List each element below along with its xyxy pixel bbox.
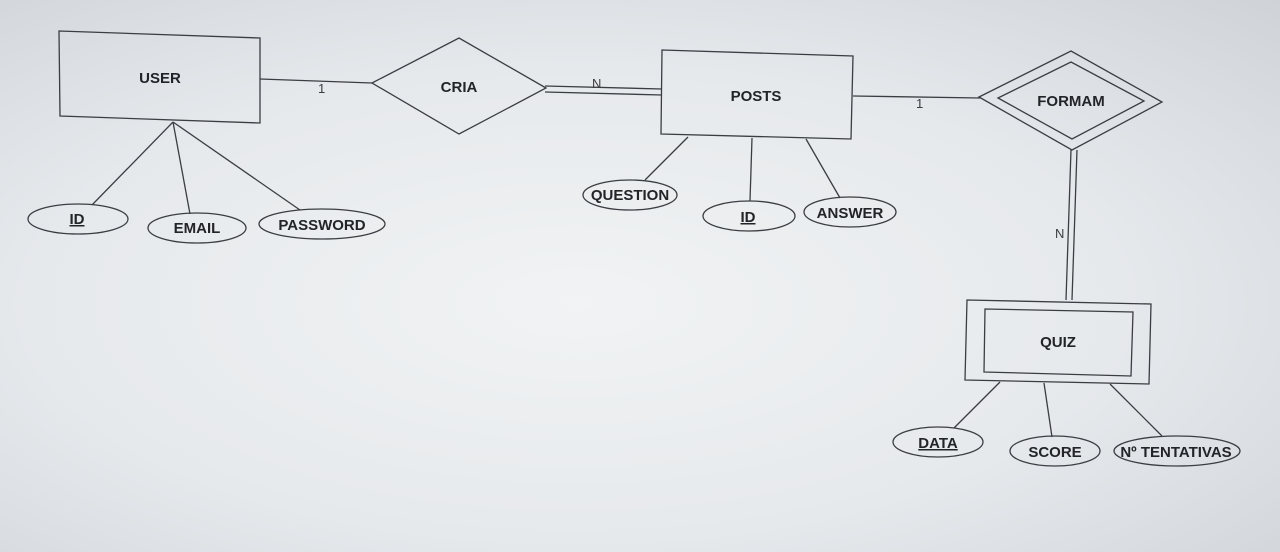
- attribute-posts-answer: ANSWER: [803, 196, 897, 228]
- connector-cria-posts-b: [544, 91, 663, 96]
- attribute-quiz-tentativas: Nº TENTATIVAS: [1113, 435, 1241, 467]
- connector-posts-answer: [805, 138, 841, 199]
- attribute-user-password-label: PASSWORD: [278, 217, 365, 234]
- connector-user-password: [172, 121, 301, 211]
- entity-user-label: USER: [139, 70, 181, 87]
- attribute-user-password: PASSWORD: [258, 208, 386, 240]
- attribute-posts-question-label: QUESTION: [591, 187, 669, 204]
- connector-cria-posts-a: [544, 85, 663, 90]
- connector-formam-quiz-a: [1065, 149, 1072, 301]
- attribute-user-email: EMAIL: [147, 212, 247, 244]
- attribute-quiz-data-label: DATA: [918, 435, 958, 452]
- attribute-posts-answer-label: ANSWER: [817, 205, 884, 222]
- attribute-posts-id: ID: [702, 200, 796, 232]
- entity-quiz: QUIZ: [964, 299, 1152, 385]
- connector-user-cria: [259, 78, 373, 84]
- cardinality-cria-posts: N: [592, 76, 601, 91]
- connector-user-id: [91, 121, 174, 206]
- attribute-user-id-label: ID: [70, 211, 85, 228]
- attribute-user-id: ID: [27, 203, 129, 235]
- entity-user: USER: [58, 30, 261, 124]
- attribute-quiz-data: DATA: [892, 426, 984, 458]
- connector-quiz-data: [953, 381, 1001, 429]
- attribute-quiz-tentativas-label: Nº TENTATIVAS: [1120, 444, 1231, 461]
- attribute-quiz-score-label: SCORE: [1028, 444, 1081, 461]
- attribute-quiz-score: SCORE: [1009, 435, 1101, 467]
- cardinality-user-cria: 1: [318, 81, 325, 96]
- cardinality-formam-quiz: N: [1055, 226, 1064, 241]
- entity-quiz-label: QUIZ: [1040, 334, 1076, 351]
- relationship-formam-label: FORMAM: [1037, 93, 1105, 110]
- connectors: [91, 78, 1163, 438]
- entity-posts: POSTS: [660, 49, 854, 140]
- relationship-cria: CRIA: [370, 37, 548, 135]
- connector-posts-formam: [852, 95, 981, 99]
- connector-quiz-score: [1043, 382, 1053, 438]
- connector-formam-quiz-b: [1071, 149, 1078, 301]
- relationship-cria-label: CRIA: [441, 79, 478, 96]
- connector-posts-question: [644, 136, 689, 181]
- attribute-user-email-label: EMAIL: [174, 220, 221, 237]
- attribute-posts-question: QUESTION: [582, 179, 678, 211]
- connector-user-email: [172, 121, 191, 215]
- connector-quiz-tentativas: [1109, 383, 1163, 437]
- cardinality-posts-formam: 1: [916, 96, 923, 111]
- connector-posts-id: [749, 137, 753, 202]
- attribute-posts-id-label: ID: [741, 209, 756, 226]
- entity-posts-label: POSTS: [731, 88, 782, 105]
- relationship-formam: FORMAM: [977, 50, 1164, 151]
